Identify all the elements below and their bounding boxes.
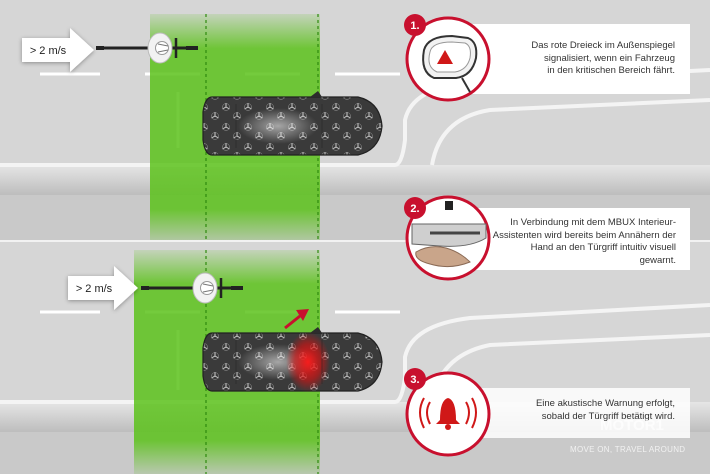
panel-divider xyxy=(0,240,710,242)
step-text-1: Das rote Dreieck im Außenspiegel signali… xyxy=(531,40,675,76)
curb-line-bottom xyxy=(0,303,710,404)
step-circle-2 xyxy=(405,195,491,281)
cyclist-bottom xyxy=(141,272,243,304)
step-text-2: In Verbindung mit dem MBUX Interieur- As… xyxy=(492,217,676,266)
step-number-1: 1. xyxy=(410,20,419,32)
step-circle-1 xyxy=(405,16,491,102)
watermark-brand: MOTOR1 xyxy=(600,417,664,434)
step-number-badge-3 xyxy=(404,368,426,390)
step-number-2: 2. xyxy=(410,203,419,215)
speed-label-top: > 2 m/s xyxy=(30,45,67,57)
cyclist-top xyxy=(96,32,198,64)
side-road-bottom xyxy=(405,305,710,402)
door-handle-ambient-light-icon xyxy=(411,201,487,268)
car-top xyxy=(202,91,383,156)
speed-arrow-top xyxy=(22,28,94,72)
side-mirror-warning-icon xyxy=(422,34,478,93)
sidewalk-top xyxy=(0,165,710,195)
step-circle-3 xyxy=(405,371,491,457)
bell-alarm-icon xyxy=(419,397,477,430)
step-number-badge-2 xyxy=(404,197,426,219)
speed-arrow-bottom xyxy=(68,266,138,310)
curb-line-top-2 xyxy=(430,98,710,166)
watermark-tagline: MOVE ON, TRAVEL AROUND xyxy=(570,445,686,454)
step-number-badge-1 xyxy=(404,14,426,36)
step-number-3: 3. xyxy=(410,374,419,386)
door-warning-light xyxy=(286,332,330,392)
sidewalk-bottom-outer xyxy=(0,432,710,474)
door-open-arrow-icon xyxy=(284,309,309,330)
step-text-3: Eine akustische Warnung erfolgt, sobald … xyxy=(535,398,675,422)
car-bottom xyxy=(202,327,383,392)
speed-label-bottom: > 2 m/s xyxy=(76,283,113,295)
